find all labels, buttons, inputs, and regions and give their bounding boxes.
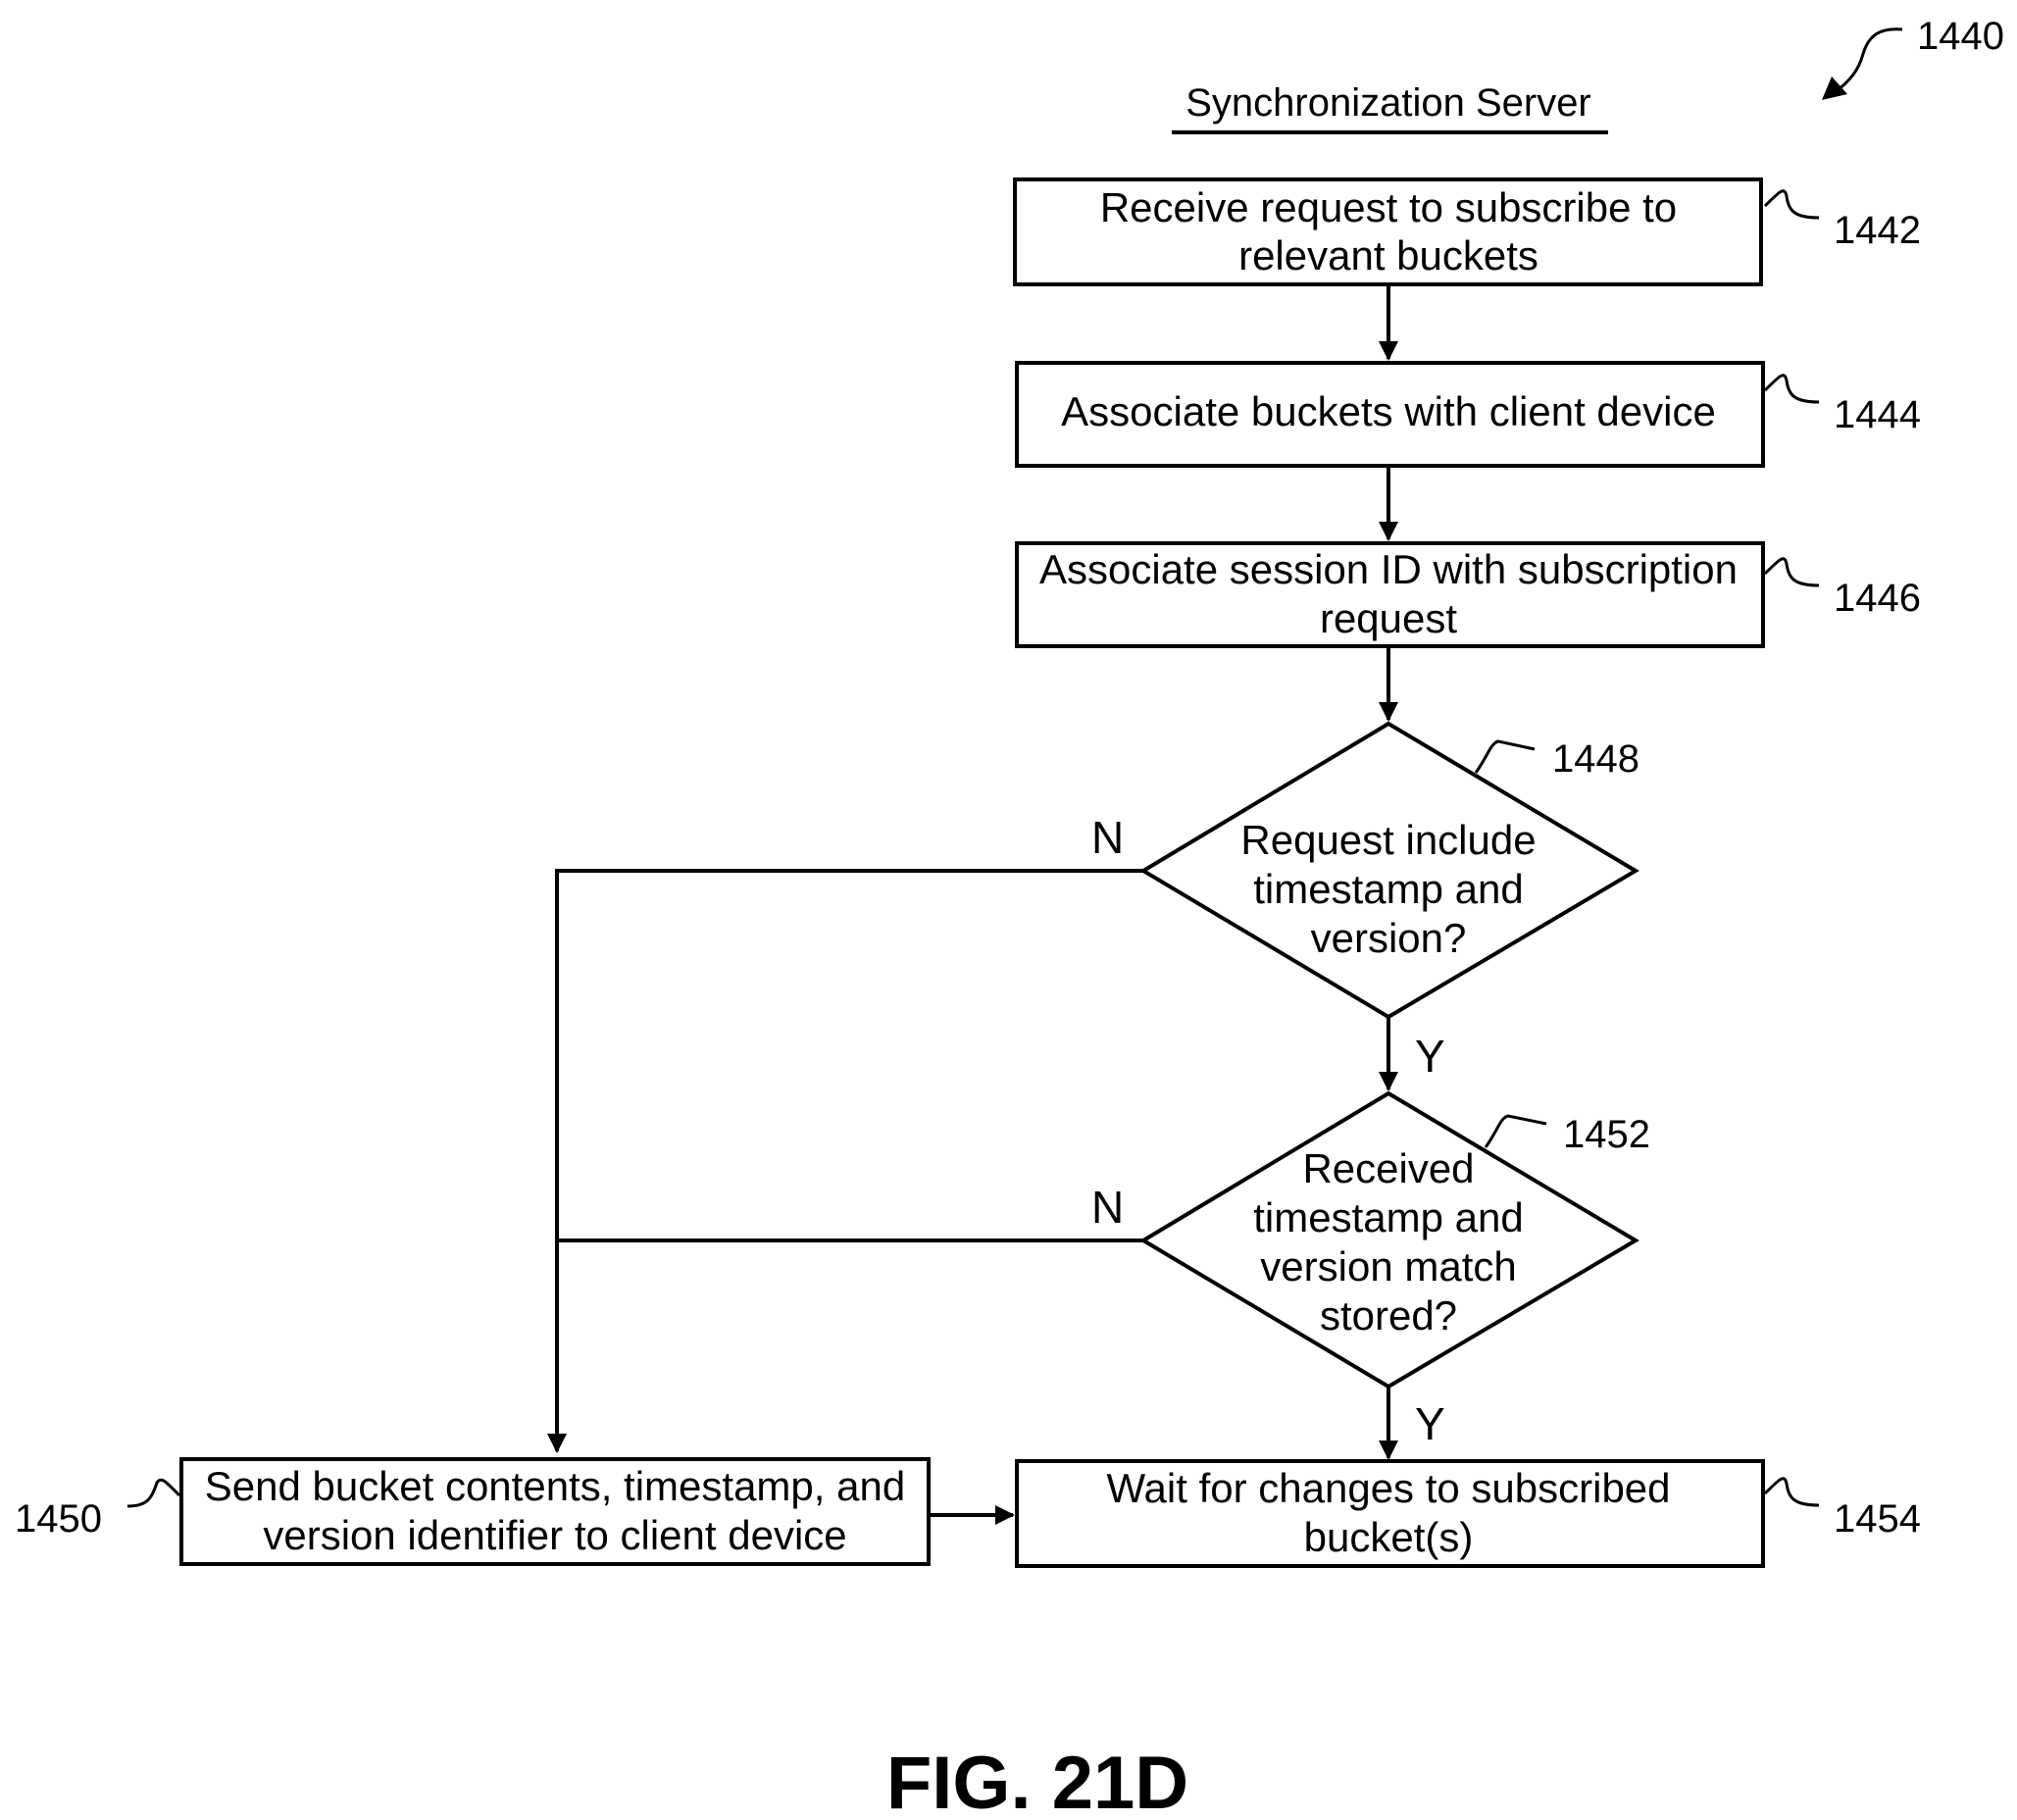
step-1446-leader bbox=[1765, 559, 1819, 585]
decision-1452-line-4: stored? bbox=[1320, 1292, 1457, 1339]
step-1446: Associate session ID with subscription r… bbox=[1017, 543, 1921, 646]
step-1454-line-2: bucket(s) bbox=[1304, 1514, 1474, 1560]
step-1454: Wait for changes to subscribed bucket(s)… bbox=[1017, 1461, 1921, 1566]
step-1450-ref: 1450 bbox=[15, 1497, 102, 1541]
step-1442-ref: 1442 bbox=[1834, 209, 1921, 252]
decision-1448: Request include timestamp and version? 1… bbox=[1091, 724, 1639, 1082]
decision-1448-ref: 1448 bbox=[1552, 737, 1639, 781]
figure-reference: 1440 bbox=[1822, 15, 2004, 100]
step-1444-leader bbox=[1765, 376, 1819, 402]
step-1450-leader bbox=[127, 1480, 179, 1506]
figure-ref-label: 1440 bbox=[1917, 15, 2004, 58]
step-1450-line-2: version identifier to client device bbox=[263, 1512, 846, 1558]
decision-1448-yes-label: Y bbox=[1415, 1031, 1445, 1082]
decision-1452-leader bbox=[1486, 1116, 1546, 1147]
step-1442-line-1: Receive request to subscribe to bbox=[1100, 184, 1677, 230]
step-1454-leader bbox=[1765, 1479, 1819, 1505]
step-1444-ref: 1444 bbox=[1834, 393, 1921, 436]
decision-1452-yes-label: Y bbox=[1415, 1398, 1445, 1449]
title-text: Synchronization Server bbox=[1185, 81, 1591, 125]
decision-1452-line-2: timestamp and bbox=[1253, 1194, 1523, 1240]
step-1450-line-1: Send bucket contents, timestamp, and bbox=[205, 1463, 905, 1509]
figure-ref-arrow bbox=[1834, 29, 1902, 93]
step-1442: Receive request to subscribe to relevant… bbox=[1015, 179, 1921, 284]
step-1444: Associate buckets with client device 144… bbox=[1017, 363, 1921, 466]
step-1446-ref: 1446 bbox=[1834, 577, 1921, 620]
figure-ref-arrowhead bbox=[1822, 76, 1847, 100]
step-1446-line-1: Associate session ID with subscription bbox=[1039, 546, 1738, 592]
figure-label: FIG. 21D bbox=[886, 1742, 1188, 1820]
diagram-title: Synchronization Server bbox=[1172, 81, 1608, 132]
decision-1452-ref: 1452 bbox=[1563, 1113, 1650, 1156]
decision-1452: Received timestamp and version match sto… bbox=[1091, 1093, 1650, 1449]
decision-1448-no-label: N bbox=[1091, 812, 1124, 863]
step-1450: Send bucket contents, timestamp, and ver… bbox=[15, 1459, 929, 1564]
step-1442-leader bbox=[1765, 191, 1819, 218]
decision-1452-line-1: Received bbox=[1302, 1145, 1474, 1191]
step-1454-line-1: Wait for changes to subscribed bbox=[1106, 1465, 1670, 1511]
step-1446-line-2: request bbox=[1320, 595, 1457, 641]
decision-1448-line-1: Request include bbox=[1240, 817, 1536, 863]
step-1442-line-2: relevant buckets bbox=[1238, 232, 1538, 278]
step-1444-line-1: Associate buckets with client device bbox=[1061, 388, 1716, 434]
step-1454-ref: 1454 bbox=[1834, 1497, 1921, 1541]
decision-1448-leader bbox=[1476, 741, 1535, 773]
decision-1448-line-3: version? bbox=[1311, 915, 1467, 961]
decision-1448-line-2: timestamp and bbox=[1253, 866, 1523, 912]
line-1448-no-to-1450 bbox=[557, 871, 1143, 1239]
decision-1452-line-3: version match bbox=[1260, 1243, 1516, 1289]
decision-1452-no-label: N bbox=[1091, 1182, 1124, 1233]
